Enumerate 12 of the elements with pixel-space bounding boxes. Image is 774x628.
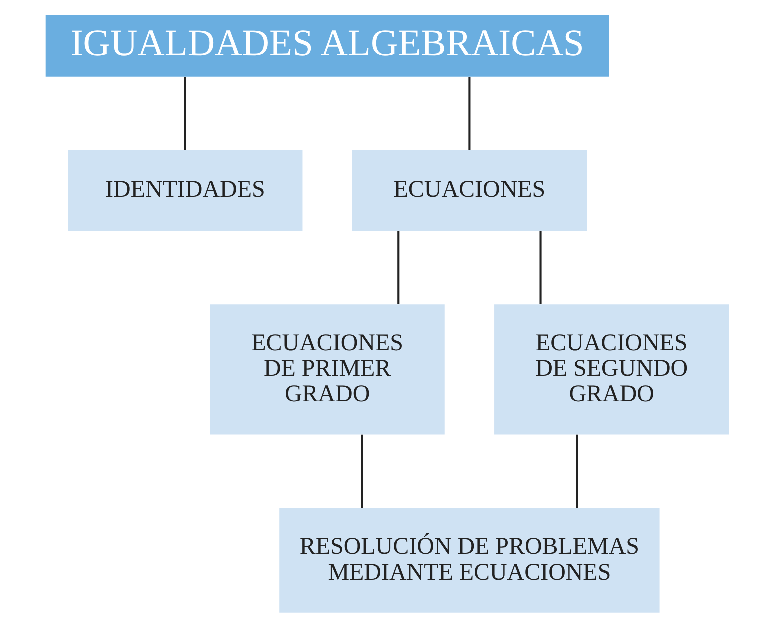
connector — [360, 434, 363, 508]
node-box: RESOLUCIÓN DE PROBLEMAS MEDIANTE ECUACIONES — [279, 508, 660, 613]
node-box: ECUACIONES — [352, 150, 586, 231]
node-box: IGUALDADES ALGEBRAICAS — [45, 15, 609, 77]
connector — [539, 231, 542, 304]
node-box: ECUACIONES DE SEGUNDO GRADO — [494, 304, 729, 435]
connector — [184, 77, 186, 150]
connector — [397, 231, 400, 304]
node-box: IDENTIDADES — [68, 150, 302, 231]
node-box: ECUACIONES DE PRIMER GRADO — [210, 304, 444, 435]
connector — [468, 77, 470, 150]
connector — [576, 434, 578, 508]
